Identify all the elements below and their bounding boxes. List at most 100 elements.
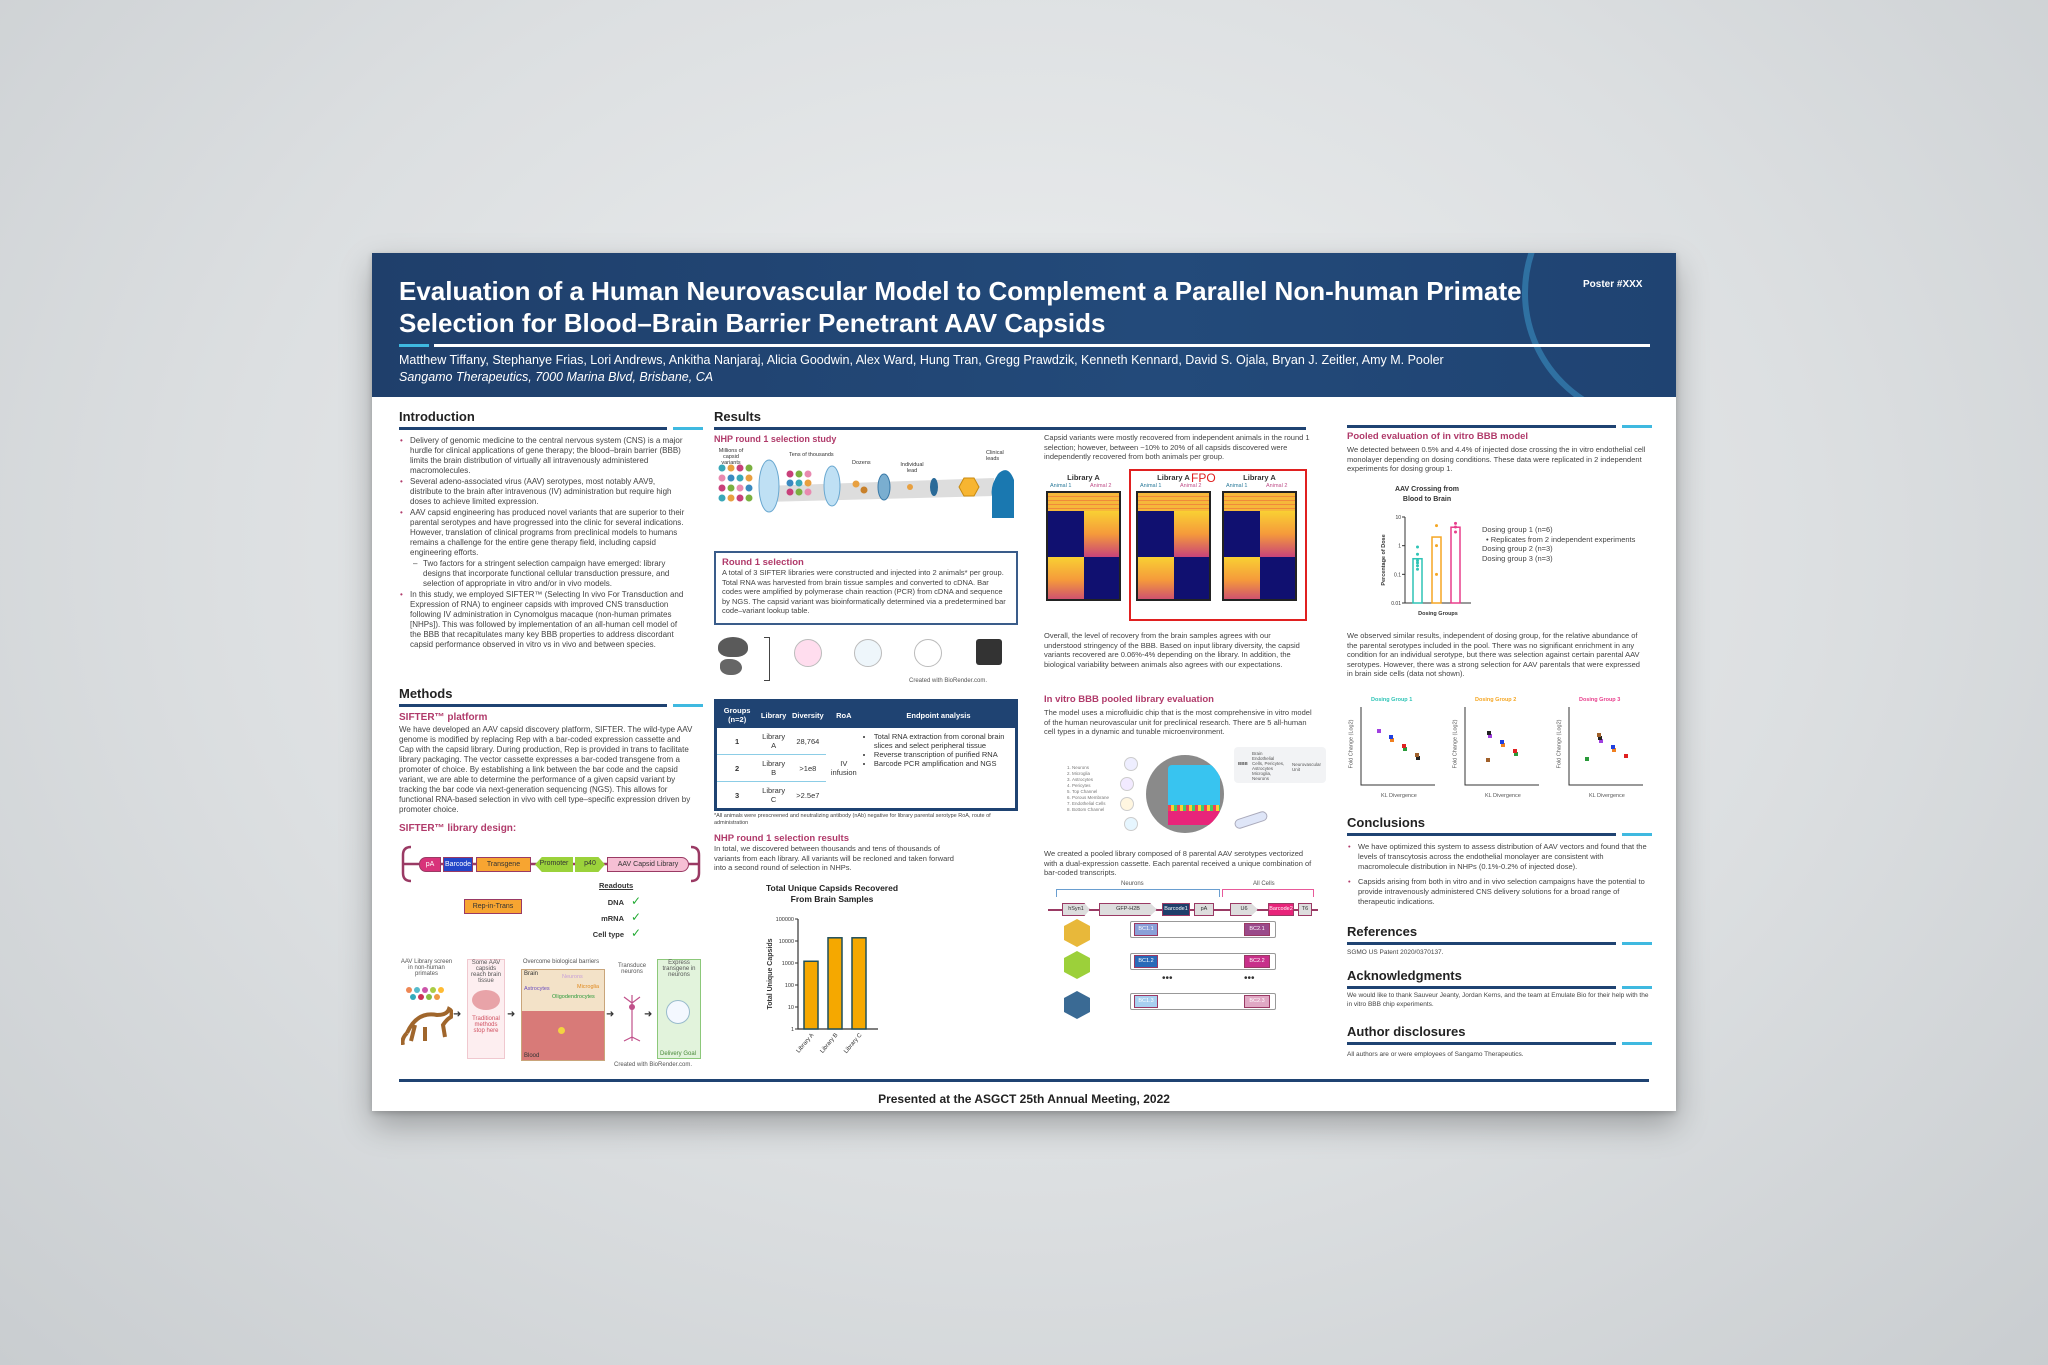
y-tick-label: 1 <box>791 1027 794 1033</box>
capsid-variant-icon <box>727 464 735 472</box>
cassette-figure: Neurons All Cells hSyn1 GFP-H2B Barcode1… <box>1044 881 1318 1055</box>
results-section: Results <box>714 409 1306 430</box>
bar <box>1431 536 1442 604</box>
section-heading: Methods <box>399 686 453 701</box>
references-section: References SGMO US Patent 2020/0370137. <box>1347 924 1652 958</box>
workflow-step: AAV Library screen in non-human primates <box>400 959 453 977</box>
funnel-label: Millions of capsid variants <box>718 448 744 466</box>
scatter-title: Dosing Group 2 <box>1475 697 1517 703</box>
readout-dna: DNA <box>607 898 624 907</box>
endpoint-item: Reverse transcription of purified RNA <box>874 750 1012 759</box>
dosing-legend: Dosing group 1 (n=6) • Replicates from 2… <box>1482 525 1635 563</box>
table-header: RoA <box>825 700 862 728</box>
pcr-icon <box>914 639 942 667</box>
brain-tissue-step: Some AAV capsids reach brain tissue Trad… <box>467 959 505 1059</box>
selection-funnel-figure: Millions of capsid variants Tens of thou… <box>714 448 1016 526</box>
y-tick-label: 10 <box>788 1005 794 1011</box>
scatter-title: Dosing Group 1 <box>1371 697 1413 703</box>
all-cells-label: All Cells <box>1253 881 1275 887</box>
intro-bullet: Several adeno-associated virus (AAV) ser… <box>399 477 685 507</box>
capsid-variant-icon <box>852 480 860 488</box>
capsid-variant-icon <box>804 479 812 487</box>
brain-label: Brain <box>524 971 539 977</box>
cassette-part: T6 <box>1298 903 1312 916</box>
animal-2-label: Animal 2 <box>1266 483 1288 489</box>
heatmap-title: Library A <box>1243 473 1276 482</box>
disclosures-section: Author disclosures All authors are or we… <box>1347 1024 1652 1060</box>
subheading: SIFTER™ platform <box>399 712 488 723</box>
data-point <box>1416 567 1419 571</box>
capsid-variant-icon <box>727 484 735 492</box>
scatter-title: Dosing Group 3 <box>1579 697 1621 703</box>
scatter-xlabel: KL Divergence <box>1485 793 1521 799</box>
conclusions-section: Conclusions We have optimized this syste… <box>1347 815 1652 908</box>
table-cell: 3 <box>735 790 740 800</box>
scatter-ylabel: Fold Change (Log2) <box>1348 719 1355 769</box>
cassette-part: pA <box>1194 903 1214 916</box>
heatmap-title: Library A <box>1157 473 1190 482</box>
header-divider <box>434 344 1650 347</box>
workflow-step: Express transgene in neurons <box>662 960 696 978</box>
round1-box: Round 1 selection A total of 3 SIFTER li… <box>714 551 1018 625</box>
subheading: In vitro BBB pooled library evaluation <box>1044 694 1214 705</box>
scatter-plots: Dosing Group 1 KL Divergence Fold Change… <box>1347 697 1652 801</box>
arrow-icon: ➜ <box>453 1009 462 1020</box>
arrow-icon: ➜ <box>644 1009 653 1020</box>
data-point <box>1454 530 1457 534</box>
table-header: Diversity <box>790 700 826 728</box>
oligodendrocytes-label: Oligodendrocytes <box>552 994 595 1000</box>
neurons-label: Neurons <box>562 974 583 980</box>
cell-icon <box>666 1000 690 1024</box>
capsid-variant-icon <box>745 484 753 492</box>
cassette-part: Barcode1 <box>1162 903 1190 916</box>
barcode-row <box>1130 993 1276 1010</box>
section-heading: Introduction <box>399 409 475 424</box>
introduction-section: Introduction Delivery of genomic medicin… <box>399 409 703 651</box>
cassette-part: hSyn1 <box>1062 903 1090 916</box>
table-cell: >2.5e7 <box>796 790 820 800</box>
microglia-cell-icon <box>1120 777 1134 791</box>
arrow-icon: ➜ <box>507 1009 516 1020</box>
scatter-ylabel: Fold Change (Log2) <box>1452 719 1459 769</box>
barcode-1: BC1.3 <box>1134 995 1158 1008</box>
table-header: Endpoint analysis <box>861 700 1017 728</box>
y-tick-label: 100 <box>785 983 794 989</box>
chart-title: Total Unique Capsids Recovered From Brai… <box>765 883 899 904</box>
capsid-variant-icon <box>736 484 744 492</box>
subheading: Pooled evaluation of in vitro BBB model <box>1347 431 1529 442</box>
intro-bullet: In this study, we employed SIFTER™ (Sele… <box>399 590 685 650</box>
data-point <box>1435 544 1438 548</box>
capsid-variant-icon <box>727 474 735 482</box>
section-heading: Acknowledgments <box>1347 968 1462 983</box>
section-heading: Author disclosures <box>1347 1024 1466 1039</box>
animal-1-label: Animal 1 <box>1050 483 1072 489</box>
capsid-variant-icon <box>736 464 744 472</box>
table-cell: 1 <box>715 728 758 755</box>
construct-promoter: Promoter <box>535 857 573 872</box>
readout-cell-type: Cell type <box>592 930 624 939</box>
capsid-variant-icon <box>745 474 753 482</box>
sequencing-workflow-figure: Created with BioRender.com. <box>714 633 1016 689</box>
bracket <box>764 637 770 681</box>
expression-panel: Express transgene in neurons Delivery Go… <box>657 959 701 1059</box>
traditional-note: Traditional methods stop here <box>472 1016 500 1034</box>
section-rule <box>1347 425 1652 428</box>
nvu-label: Neurovascular Unit <box>1292 762 1322 772</box>
table-cell: >1e8 <box>790 754 826 782</box>
data-point <box>1416 545 1419 549</box>
round1-text: A total of 3 SIFTER libraries were const… <box>722 568 1006 615</box>
neuron-cell-icon <box>1124 757 1138 771</box>
table-cell: Library A <box>757 728 791 755</box>
chip-legend-item: Neurons <box>1072 765 1109 771</box>
heatmap-title: Library A <box>1067 473 1100 482</box>
heatmap <box>1136 491 1211 601</box>
intro-sub-bullet: Two factors for a stringent selection ca… <box>399 559 685 589</box>
scatter-plot <box>1464 707 1539 786</box>
bbb-label: BBB <box>1238 761 1248 766</box>
y-tick-label: 0.01 <box>1391 601 1401 607</box>
construct-barcode: Barcode <box>443 857 473 872</box>
